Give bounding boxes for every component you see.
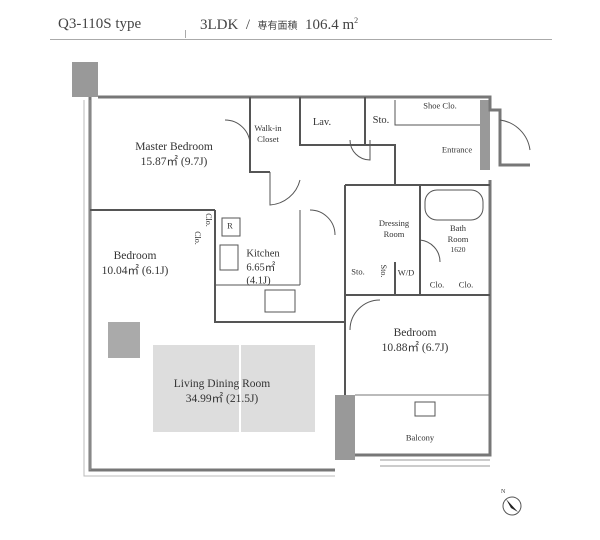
room-name: Living Dining Room bbox=[173, 378, 271, 391]
room-name-line1: Dressing bbox=[378, 217, 410, 228]
room-size: 34.99㎡ (21.5J) bbox=[185, 393, 259, 405]
type-name: Q3-110S type bbox=[58, 16, 142, 32]
layout-type: 3LDK bbox=[200, 17, 239, 33]
room-name-line2: Room bbox=[447, 234, 469, 245]
room-name-line2: Closet bbox=[257, 134, 279, 144]
header-rule bbox=[50, 39, 552, 40]
closet-left-1: Clo. bbox=[193, 231, 203, 245]
room-storage-vertical: Sto. bbox=[379, 264, 389, 278]
room-bedroom-left: Bedroom 10.04㎡ (6.1J) bbox=[102, 249, 169, 279]
room-name-line2: Room bbox=[383, 229, 405, 239]
room-size: 15.87㎡ (9.7J) bbox=[140, 156, 208, 168]
column-bottom bbox=[335, 395, 355, 460]
room-name: Kitchen bbox=[246, 248, 280, 260]
room-name-line1: Bath bbox=[449, 223, 467, 234]
refrigerator-label: R bbox=[227, 220, 233, 231]
room-name: Master Bedroom bbox=[135, 141, 213, 154]
room-size: 6.65㎡ bbox=[246, 262, 276, 274]
room-bath: Bath Room 1620 bbox=[448, 223, 469, 255]
room-jo: (4.1J) bbox=[246, 275, 271, 287]
closet-right-2: Clo. bbox=[458, 279, 474, 290]
closet-left-2: Clo. bbox=[204, 213, 214, 227]
floor-rug-right bbox=[241, 345, 315, 432]
room-storage-mid: Sto. bbox=[351, 266, 365, 277]
area-value: 106.4 bbox=[305, 17, 339, 33]
room-entrance: Entrance bbox=[441, 144, 473, 155]
area-unit: m bbox=[342, 17, 355, 33]
room-shoe-closet: Shoe Clo. bbox=[423, 100, 457, 111]
room-dressing: Dressing Room bbox=[379, 218, 409, 240]
compass-north-label: N bbox=[501, 489, 506, 495]
room-name: Bedroom bbox=[113, 250, 157, 263]
floor-rug-left bbox=[153, 345, 239, 432]
room-size: 10.88㎡ (6.7J) bbox=[381, 342, 449, 354]
room-kitchen: Kitchen 6.65㎡ (4.1J) bbox=[246, 248, 279, 289]
room-size: 10.04㎡ (6.1J) bbox=[101, 265, 169, 277]
room-bedroom-right: Bedroom 10.88㎡ (6.7J) bbox=[382, 326, 449, 356]
room-living-dining: Living Dining Room 34.99㎡ (21.5J) bbox=[174, 377, 270, 407]
column-left bbox=[108, 322, 140, 358]
header-separator bbox=[185, 30, 186, 38]
slash: / bbox=[245, 17, 250, 33]
room-lav: Lav. bbox=[312, 117, 332, 129]
compass-icon: N bbox=[498, 489, 526, 520]
room-balcony: Balcony bbox=[405, 432, 435, 443]
room-name-line1: Walk-in bbox=[254, 122, 282, 133]
washer-dryer: W/D bbox=[397, 267, 415, 278]
closet-right-1: Clo. bbox=[429, 279, 445, 290]
room-name: Bedroom bbox=[393, 327, 437, 340]
room-storage-top: Sto. bbox=[372, 115, 390, 127]
plan-summary: 3LDK / 専有面積 106.4 m2 bbox=[200, 16, 358, 34]
area-unit-sup: 2 bbox=[354, 16, 359, 25]
room-master-bedroom: Master Bedroom 15.87㎡ (9.7J) bbox=[135, 140, 213, 170]
room-walk-in-closet: Walk-in Closet bbox=[254, 123, 281, 145]
room-size: 1620 bbox=[450, 245, 466, 255]
area-label: 専有面積 bbox=[257, 21, 298, 32]
column-top-left bbox=[72, 62, 98, 97]
